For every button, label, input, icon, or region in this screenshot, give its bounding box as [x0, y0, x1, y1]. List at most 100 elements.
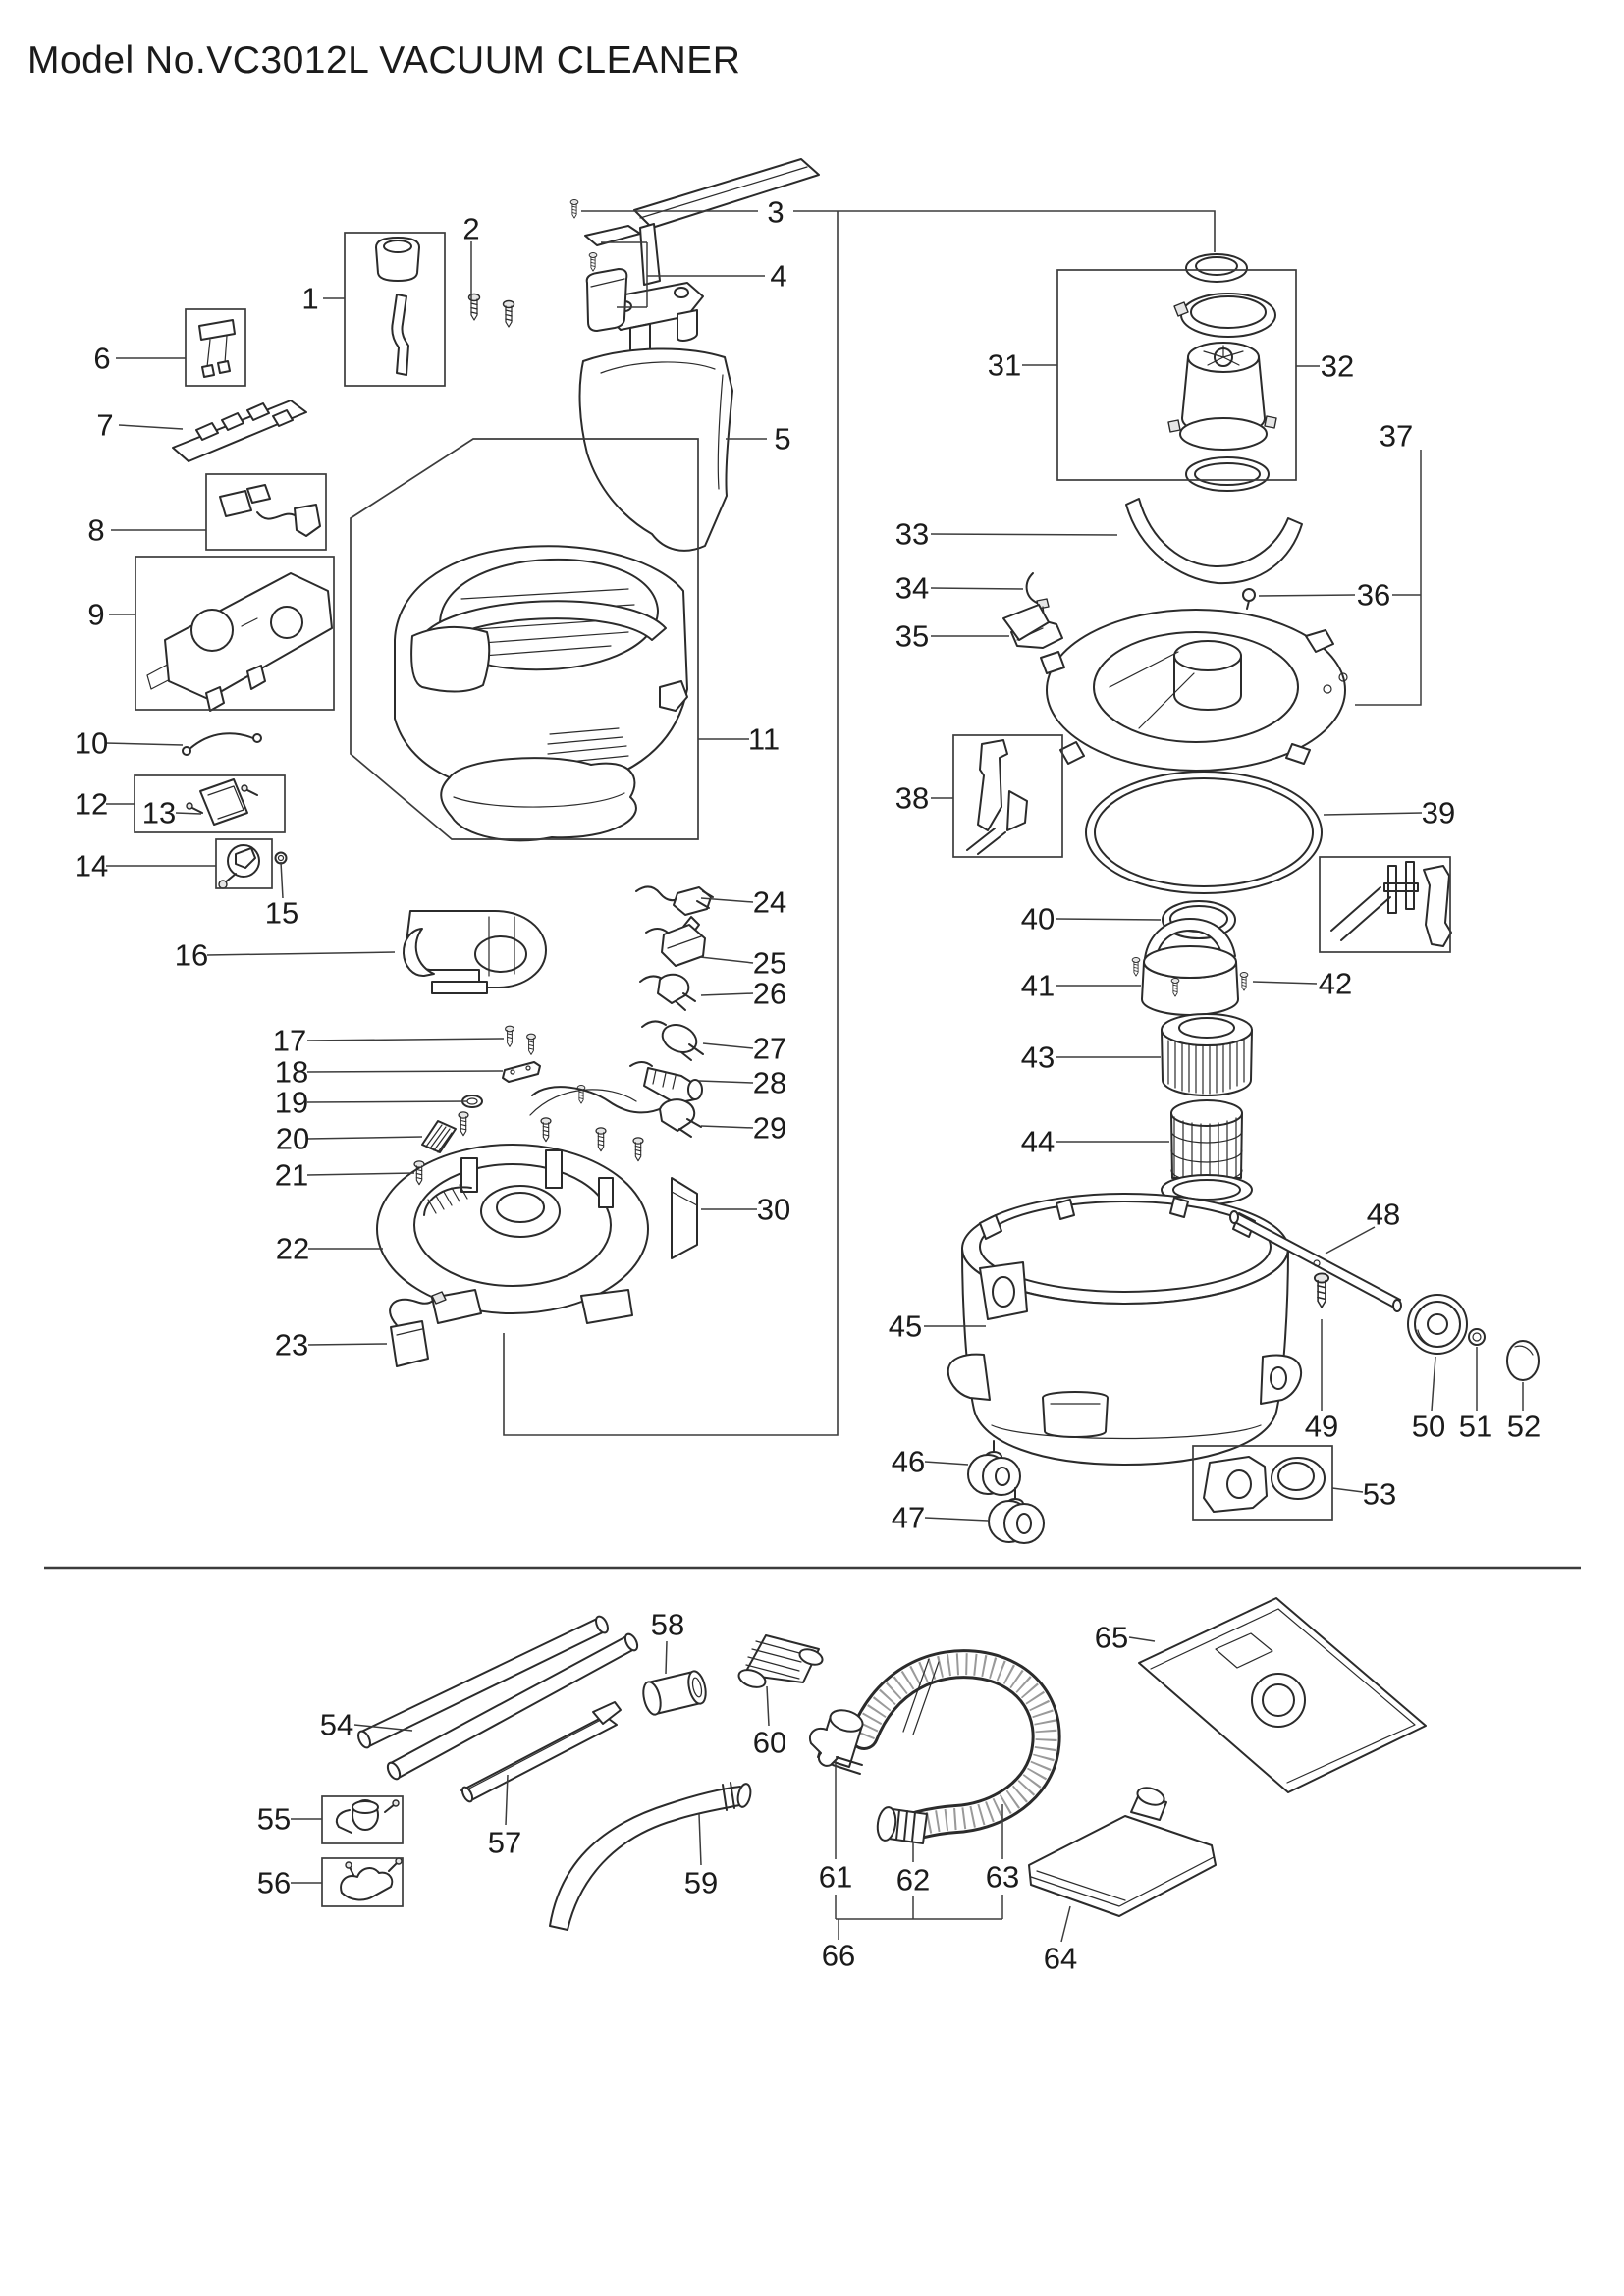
leader-line: [353, 1724, 413, 1732]
part-label-23: 23: [275, 1328, 308, 1362]
leader-line: [699, 956, 754, 964]
part-33-baffle-band-art: [1125, 498, 1303, 585]
part-label-26: 26: [753, 977, 786, 1011]
part-label-47: 47: [892, 1501, 925, 1535]
part-24-cord-us-art: [635, 885, 714, 916]
leader-line: [104, 742, 184, 746]
leader-line: [306, 1172, 415, 1176]
part-label-7: 7: [96, 408, 113, 443]
part-label-65: 65: [1095, 1621, 1128, 1655]
callout-box: [1192, 1445, 1333, 1521]
part-label-25: 25: [753, 946, 786, 981]
part-label-11: 11: [748, 722, 780, 757]
part-label-44: 44: [1021, 1125, 1055, 1159]
part-label-19: 19: [275, 1086, 308, 1120]
part-label-38: 38: [895, 781, 929, 816]
part-49-screw-art: [1313, 1272, 1330, 1308]
callout-box: [215, 838, 273, 889]
callout-box: [952, 734, 1063, 858]
part-52-hubcap-art: [1506, 1340, 1540, 1381]
part-label-8: 8: [87, 513, 104, 548]
part-38-latch-lever-art: [966, 739, 1028, 855]
leader-line: [930, 533, 1118, 536]
leader-line: [1258, 594, 1356, 597]
part-label-52: 52: [1507, 1410, 1541, 1444]
leader-line: [700, 897, 754, 903]
part-label-29: 29: [753, 1111, 786, 1146]
part-label-51: 51: [1459, 1410, 1492, 1444]
part-50-wheel-art: [1407, 1294, 1468, 1355]
part-label-14: 14: [75, 849, 108, 883]
leader-line: [1060, 1905, 1071, 1943]
part-label-33: 33: [895, 517, 929, 552]
part-label-32: 32: [1321, 349, 1354, 384]
leader-line: [702, 1042, 754, 1049]
part-label-53: 53: [1363, 1477, 1396, 1512]
part-48-axle-rod-art: [1229, 1210, 1402, 1312]
leader-line: [307, 1343, 388, 1346]
part-label-35: 35: [895, 619, 929, 654]
part-3-screw-art: [569, 199, 579, 219]
part-19-washer-art: [461, 1095, 483, 1108]
part-47-caster-art: [988, 1487, 1045, 1544]
part-6-terminal-set-art: [198, 319, 236, 378]
callout-box: [135, 556, 335, 711]
frame-line: [503, 211, 839, 1436]
part-label-12: 12: [75, 787, 108, 822]
part-28-cord-connector-art: [629, 1061, 703, 1104]
part-label-31: 31: [988, 348, 1021, 383]
part-label-54: 54: [320, 1708, 353, 1742]
part-36-clip-art: [1242, 588, 1256, 610]
part-label-16: 16: [175, 938, 208, 973]
part-label-63: 63: [986, 1860, 1019, 1895]
part-label-6: 6: [93, 342, 110, 376]
part-label-50: 50: [1412, 1410, 1445, 1444]
part-label-17: 17: [273, 1024, 306, 1058]
callout-box: [205, 473, 327, 551]
part-43-filter-art: [1161, 1013, 1253, 1096]
leader-line: [930, 587, 1024, 590]
leader-line: [306, 1070, 504, 1073]
part-16-cord-hook-art: [402, 910, 547, 994]
part-27-cord-art: [641, 1020, 704, 1061]
callout-box: [321, 1795, 404, 1844]
part-label-48: 48: [1367, 1198, 1400, 1232]
part-label-24: 24: [753, 885, 786, 920]
part-label-43: 43: [1021, 1041, 1055, 1075]
part-label-60: 60: [753, 1726, 786, 1760]
part-label-56: 56: [257, 1866, 291, 1900]
part-30-filter-strip-art: [671, 1177, 698, 1259]
part-4-handle-bracket-art: [584, 158, 820, 357]
leader-line: [1056, 918, 1162, 921]
part-label-3: 3: [767, 195, 784, 230]
leader-line: [306, 1038, 505, 1041]
leader-line: [698, 1080, 754, 1084]
part-41-float-cup-art: [1131, 918, 1249, 1016]
part-2-screws-art: [467, 293, 515, 328]
part-45-tank-art: [947, 1193, 1302, 1466]
part-label-34: 34: [895, 571, 929, 606]
leader-line: [280, 861, 284, 899]
leader-line: [306, 1136, 423, 1140]
part-label-18: 18: [275, 1055, 308, 1090]
leader-line: [700, 1125, 754, 1129]
callout-box: [344, 232, 446, 387]
part-label-37: 37: [1380, 419, 1413, 454]
leader-line: [665, 1640, 668, 1675]
part-65-dust-bag-art: [1138, 1597, 1427, 1793]
part-37-motor-base-art: [1002, 604, 1348, 772]
leader-line: [698, 1813, 702, 1866]
part-label-40: 40: [1021, 902, 1055, 936]
leader-line: [1331, 1487, 1364, 1493]
part-label-4: 4: [770, 259, 786, 294]
leader-line: [1325, 1226, 1376, 1255]
leader-line: [1128, 1636, 1156, 1642]
part-53-inlet-set-art: [1203, 1456, 1326, 1513]
part-42-bracket-set-art: [1330, 861, 1452, 947]
leader-line: [206, 951, 396, 956]
part-label-62: 62: [896, 1863, 930, 1897]
part-label-66: 66: [822, 1939, 855, 1973]
part-label-15: 15: [265, 896, 298, 931]
part-26-cord-art: [639, 973, 696, 1011]
